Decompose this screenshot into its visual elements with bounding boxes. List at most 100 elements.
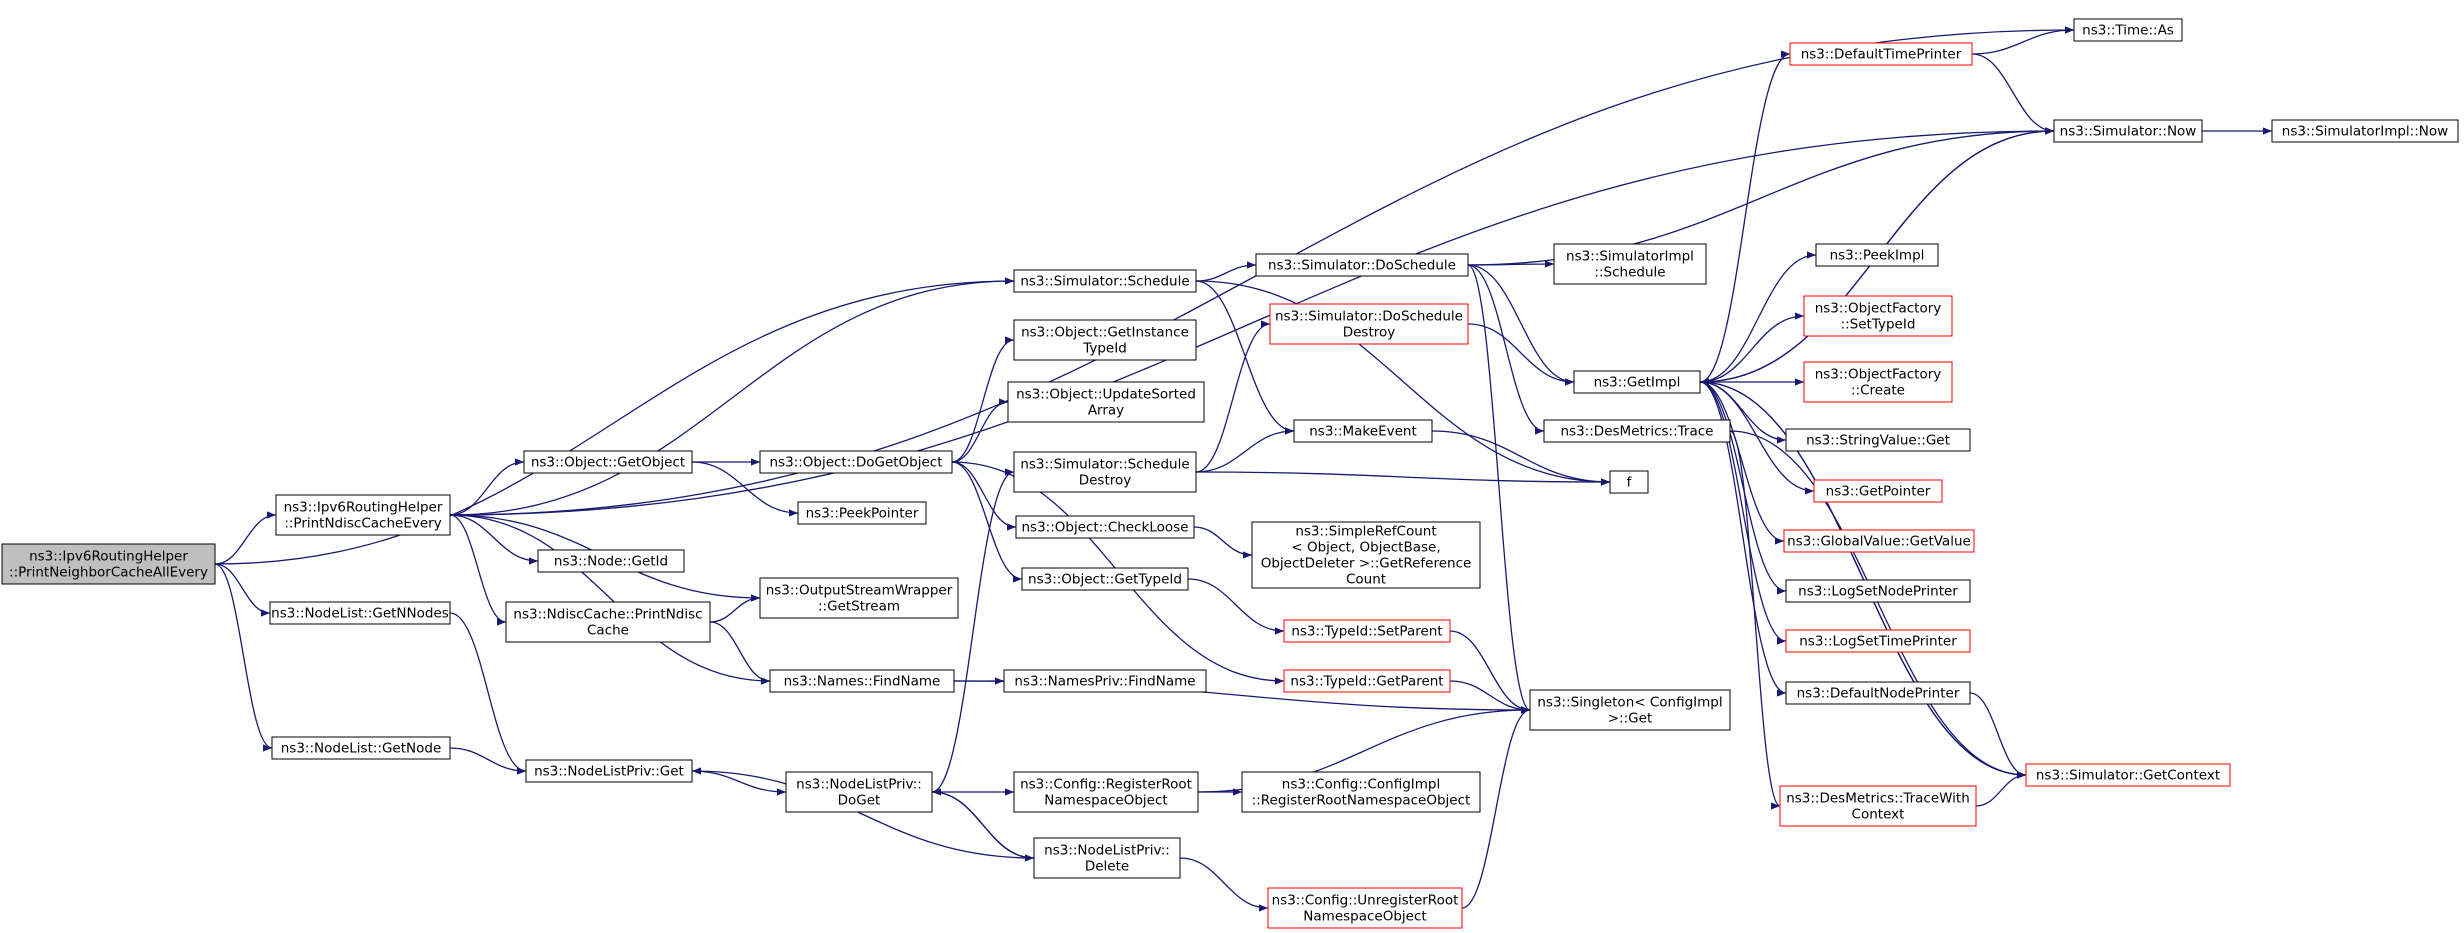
- node-ofSetType[interactable]: ns3::ObjectFactory::SetTypeId: [1803, 295, 1953, 337]
- node-label: ns3::DesMetrics::Trace: [1561, 424, 1714, 440]
- node-label: ns3::Ipv6RoutingHelper: [29, 549, 188, 565]
- node-objDoGet[interactable]: ns3::Object::DoGetObject: [759, 450, 953, 474]
- node-defTimePrinter[interactable]: ns3::DefaultTimePrinter: [1789, 42, 1973, 66]
- edge-simDoSched-to-getImpl: [1467, 264, 1575, 386]
- node-singleton[interactable]: ns3::Singleton< ConfigImpl >::Get: [1529, 689, 1731, 731]
- edge-simSchedDestroy-to-fn: [1195, 471, 1611, 486]
- node-ndiscPrint[interactable]: ns3::NdiscCache::PrintNdiscCache: [505, 601, 711, 643]
- node-root[interactable]: ns3::Ipv6RoutingHelper::PrintNeighborCac…: [1, 543, 216, 585]
- node-label: ns3::PeekPointer: [806, 506, 919, 522]
- node-label: ns3::ObjectFactory: [1815, 301, 1942, 317]
- node-box: [525, 759, 693, 783]
- node-label: ns3::Ipv6RoutingHelper: [284, 500, 443, 516]
- node-cfgImplReg[interactable]: ns3::Config::ConfigImpl::RegisterRootNam…: [1241, 771, 1481, 813]
- node-box: [505, 601, 711, 643]
- node-nlpDelete[interactable]: ns3::NodeListPriv::Delete: [1033, 837, 1181, 879]
- node-simImplNow[interactable]: ns3::SimulatorImpl::Now: [2271, 119, 2459, 143]
- node-label: ns3::NodeListPriv::: [1044, 843, 1170, 859]
- edge-root-to-nlGetN: [214, 563, 271, 617]
- node-typeSetParent[interactable]: ns3::TypeId::SetParent: [1283, 619, 1451, 643]
- node-nodeGetId[interactable]: ns3::Node::GetId: [537, 549, 685, 573]
- node-label: ns3::Simulator::Now: [2060, 124, 2197, 140]
- node-nlpGet[interactable]: ns3::NodeListPriv::Get: [525, 759, 693, 783]
- node-label: ::RegisterRootNamespaceObject: [1252, 793, 1471, 809]
- node-cfgRegRoot[interactable]: ns3::Config::RegisterRootNamespaceObject: [1013, 771, 1199, 813]
- node-peekImpl[interactable]: ns3::PeekImpl: [1815, 243, 1939, 267]
- node-label: ns3::Simulator::GetContext: [2036, 768, 2220, 784]
- edge-getImpl-to-logSetTime: [1699, 381, 1787, 645]
- node-namesPrivFind[interactable]: ns3::NamesPriv::FindName: [1003, 669, 1207, 693]
- node-defNodePrinter[interactable]: ns3::DefaultNodePrinter: [1785, 681, 1971, 705]
- edge-desTraceCtx-to-simGetContext: [1975, 771, 2027, 807]
- node-label: ns3::Config::UnregisterRoot: [1272, 893, 1459, 909]
- node-logSetNode[interactable]: ns3::LogSetNodePrinter: [1785, 579, 1971, 603]
- node-label: Array: [1088, 403, 1124, 419]
- node-label: ::PrintNeighborCacheAllEvery: [9, 565, 208, 581]
- node-nlGetNode[interactable]: ns3::NodeList::GetNode: [271, 736, 451, 760]
- node-printNdisc[interactable]: ns3::Ipv6RoutingHelper::PrintNdiscCacheE…: [275, 494, 451, 536]
- node-oswGetStream[interactable]: ns3::OutputStreamWrapper::GetStream: [759, 577, 959, 619]
- node-label: ns3::Names::FindName: [784, 674, 941, 690]
- edge-nlpDoGet-to-simSchedDestroy: [931, 468, 1015, 793]
- node-fn[interactable]: f: [1609, 470, 1649, 494]
- node-peekPointer[interactable]: ns3::PeekPointer: [797, 501, 927, 525]
- node-objCheckLoose[interactable]: ns3::Object::CheckLoose: [1015, 515, 1195, 539]
- node-nlGetN[interactable]: ns3::NodeList::GetNNodes: [269, 601, 451, 625]
- node-timeAs[interactable]: ns3::Time::As: [2073, 18, 2183, 42]
- node-namesFind[interactable]: ns3::Names::FindName: [769, 669, 955, 693]
- edge-nlGetNode-to-nlpGet: [449, 747, 527, 775]
- node-box: [1803, 295, 1953, 337]
- edge-defTimePrinter-to-simNow: [1971, 53, 2055, 135]
- node-simImplSched[interactable]: ns3::SimulatorImpl::Schedule: [1553, 243, 1707, 285]
- node-srcGetRef[interactable]: ns3::SimpleRefCount< Object, ObjectBase,…: [1251, 521, 1481, 589]
- node-strValGet[interactable]: ns3::StringValue::Get: [1785, 428, 1971, 452]
- node-label: ns3::Simulator::DoSchedule: [1268, 258, 1456, 274]
- node-box: [1007, 381, 1205, 423]
- edge-root-to-nlGetNode: [214, 563, 273, 752]
- edge-printNdisc-to-ndiscPrint: [449, 514, 507, 626]
- node-box: [1529, 689, 1731, 731]
- node-box: [1789, 42, 1973, 66]
- node-box: [2025, 763, 2231, 787]
- edge-printNdisc-to-objGetObject: [449, 458, 525, 516]
- node-box: [1021, 567, 1189, 591]
- node-label: >::Get: [1608, 711, 1652, 727]
- node-objGetTypeId[interactable]: ns3::Object::GetTypeId: [1021, 567, 1189, 591]
- node-box: [1543, 419, 1731, 443]
- node-gvGetValue[interactable]: ns3::GlobalValue::GetValue: [1783, 529, 1975, 553]
- node-typeGetParent[interactable]: ns3::TypeId::GetParent: [1283, 669, 1451, 693]
- node-makeEvent[interactable]: ns3::MakeEvent: [1293, 419, 1433, 443]
- node-ofCreate[interactable]: ns3::ObjectFactory::Create: [1803, 361, 1953, 403]
- node-cfgUnreg[interactable]: ns3::Config::UnregisterRootNamespaceObje…: [1267, 887, 1463, 929]
- edge-objDoGet-to-objUpdSorted: [951, 398, 1009, 463]
- node-label: Count: [1346, 572, 1386, 588]
- node-simNow[interactable]: ns3::Simulator::Now: [2053, 119, 2203, 143]
- node-desTrace[interactable]: ns3::DesMetrics::Trace: [1543, 419, 1731, 443]
- node-nlpDoGet[interactable]: ns3::NodeListPriv::DoGet: [785, 771, 933, 813]
- node-label: ns3::Object::GetInstance: [1021, 325, 1189, 341]
- node-box: [759, 450, 953, 474]
- edge-nlpDelete-to-nlpGet: [691, 767, 1035, 859]
- node-label: ns3::Object::GetObject: [531, 455, 685, 471]
- node-logSetTime[interactable]: ns3::LogSetTimePrinter: [1785, 629, 1971, 653]
- node-getPointer[interactable]: ns3::GetPointer: [1813, 479, 1943, 503]
- node-getImpl[interactable]: ns3::GetImpl: [1573, 370, 1701, 394]
- node-simSchedule[interactable]: ns3::Simulator::Schedule: [1013, 269, 1197, 293]
- node-label: Delete: [1085, 859, 1129, 875]
- node-box: [1269, 303, 1469, 345]
- node-label: ns3::OutputStreamWrapper: [766, 583, 953, 599]
- node-label: ObjectDeleter >::GetReference: [1261, 556, 1472, 572]
- node-box: [1013, 451, 1197, 493]
- node-box: [2073, 18, 2183, 42]
- node-label: ns3::SimulatorImpl::Now: [2282, 124, 2448, 140]
- node-simDoSched[interactable]: ns3::Simulator::DoSchedule: [1255, 253, 1469, 277]
- node-objGetObject[interactable]: ns3::Object::GetObject: [523, 450, 693, 474]
- edge-getImpl-to-getPointer: [1699, 381, 1815, 495]
- node-simGetContext[interactable]: ns3::Simulator::GetContext: [2025, 763, 2231, 787]
- node-box: [1553, 243, 1707, 285]
